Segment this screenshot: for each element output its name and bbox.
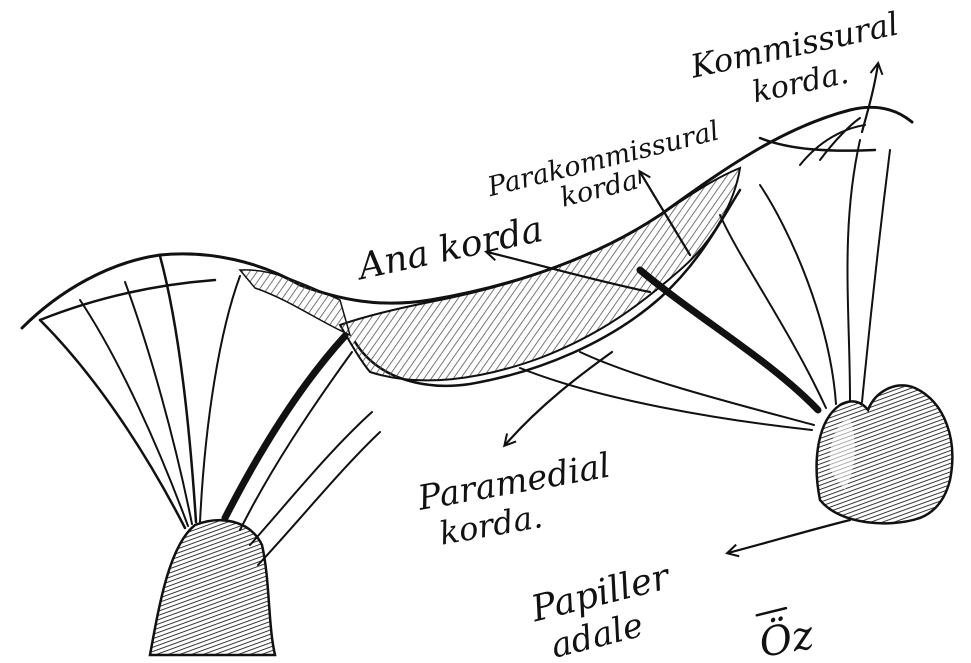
leaflet-left-shading (240, 270, 350, 335)
ana-korda-text: Ana korda (352, 209, 547, 289)
arrow-paramedial (505, 352, 612, 445)
kommissural-label: Kommissural korda. (686, 4, 909, 122)
signature-text: Öz (756, 611, 818, 663)
paramedial-label: Paramedial korda. (414, 446, 620, 556)
signature-overline (756, 608, 786, 615)
arrow-kommissural (862, 64, 878, 132)
ana-korda-label: Ana korda (352, 209, 547, 289)
left-papillary-muscle (150, 520, 275, 655)
papiller-label: Papiller adale (526, 556, 684, 663)
arrow-papiller (728, 520, 850, 553)
signature: Öz (754, 604, 817, 663)
